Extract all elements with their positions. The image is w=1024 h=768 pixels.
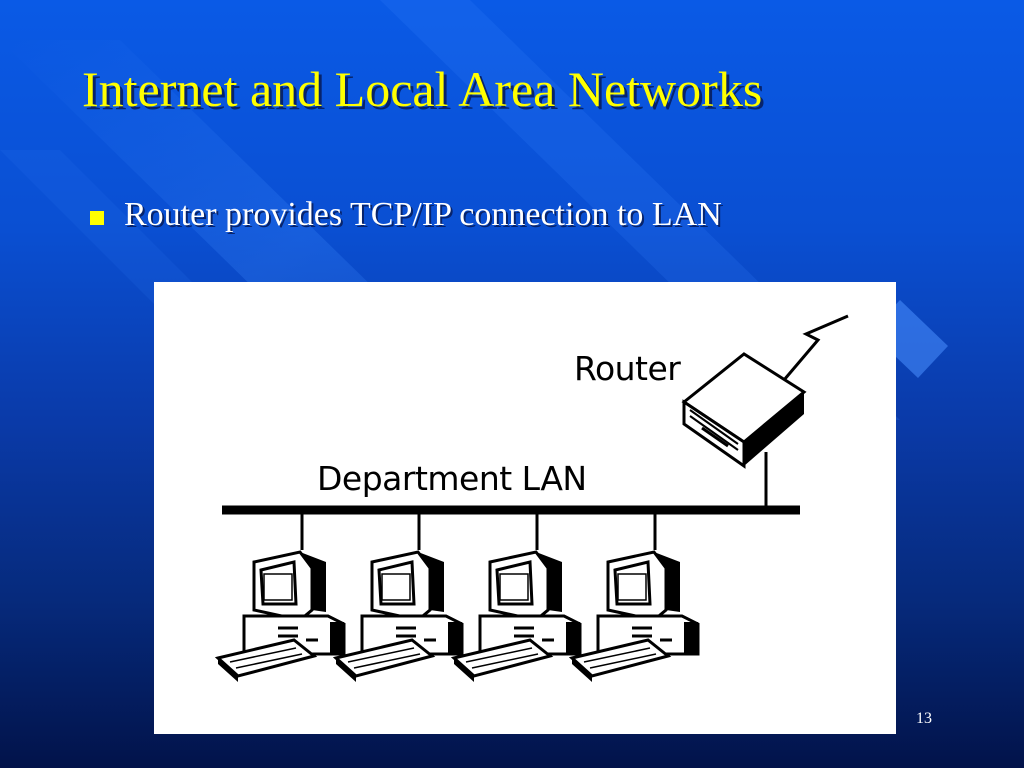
- slide-title: Internet and Local Area Networks: [82, 61, 763, 117]
- computer-icon: [452, 550, 582, 684]
- computer-icon: [334, 550, 464, 684]
- network-diagram: Router Department LAN: [154, 282, 896, 734]
- page-number: 13: [916, 710, 932, 727]
- bullet-item: Router provides TCP/IP connection to LAN: [90, 196, 722, 233]
- computer-icon: [570, 550, 700, 684]
- router-icon: [681, 352, 807, 469]
- lan-label: Department LAN: [317, 459, 587, 498]
- bullet-text: Router provides TCP/IP connection to LAN: [124, 196, 722, 233]
- lightning-link-icon: [782, 314, 849, 381]
- router-label: Router: [574, 349, 681, 388]
- computer-icon: [216, 550, 346, 684]
- square-bullet-icon: [90, 210, 104, 225]
